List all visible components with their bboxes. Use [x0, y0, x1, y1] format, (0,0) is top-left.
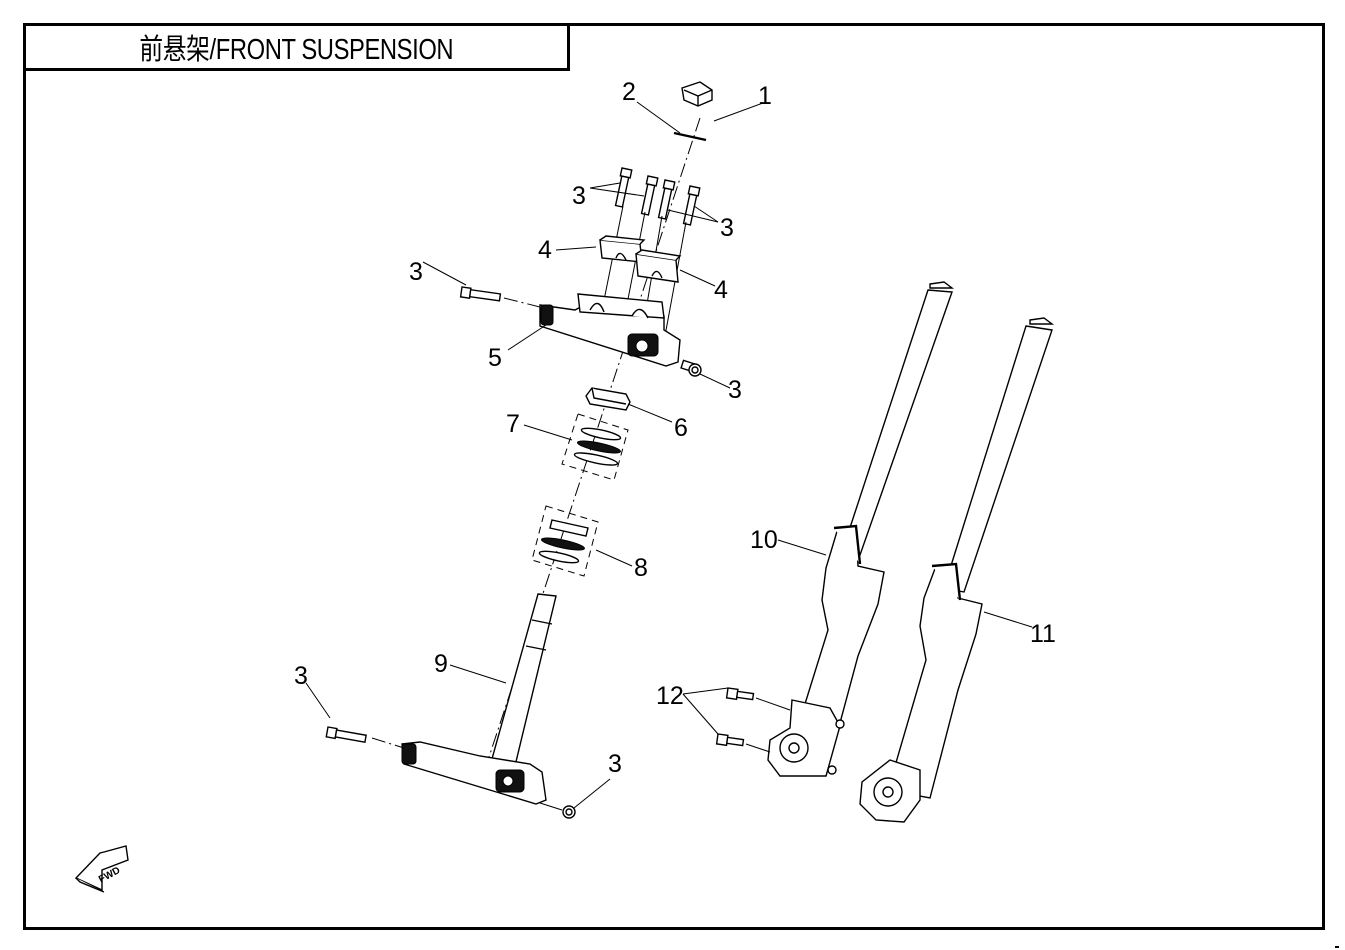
callout-11[interactable]: 11	[1030, 620, 1056, 648]
part-2-washer[interactable]	[673, 131, 707, 142]
part-6-adjusting-nut[interactable]	[585, 387, 631, 411]
callout-12[interactable]: 12	[656, 682, 684, 710]
part-3-bolt-upper-clamp-right[interactable]	[680, 359, 702, 377]
part-3-bolts-top[interactable]	[614, 167, 701, 226]
leader-lines	[305, 101, 1033, 809]
callout-3[interactable]: 3	[572, 182, 586, 210]
forward-arrow-icon: FWD	[74, 845, 129, 893]
callout-2[interactable]: 2	[622, 78, 636, 106]
callout-3[interactable]: 3	[728, 376, 742, 404]
part-10-left-fork[interactable]	[767, 281, 955, 777]
callout-9[interactable]: 9	[434, 650, 448, 678]
callout-10[interactable]: 10	[750, 526, 778, 554]
callout-3[interactable]: 3	[409, 258, 423, 286]
part-4-clamp-left[interactable]	[599, 235, 646, 263]
callout-4[interactable]: 4	[714, 276, 728, 304]
title-box: 前悬架/FRONT SUSPENSION	[23, 23, 570, 71]
callout-3[interactable]: 3	[608, 750, 622, 778]
part-3-bolt-lower-side[interactable]	[325, 726, 367, 744]
callout-8[interactable]: 8	[634, 554, 648, 582]
drawing-frame	[23, 23, 1325, 930]
part-12-caliper-bolts[interactable]	[715, 687, 755, 748]
callout-3[interactable]: 3	[294, 662, 308, 690]
part-4-clamp-right[interactable]	[635, 249, 682, 283]
callout-7[interactable]: 7	[506, 410, 520, 438]
part-3-bolt-lower-right[interactable]	[562, 805, 576, 819]
callout-3[interactable]: 3	[720, 214, 734, 242]
part-7-upper-bearing-set[interactable]	[561, 413, 629, 481]
part-1-nut[interactable]	[681, 81, 713, 107]
callout-1[interactable]: 1	[758, 82, 772, 110]
part-5-upper-triple-clamp[interactable]	[539, 293, 681, 367]
corner-mark	[1335, 946, 1339, 948]
page-title: 前悬架/FRONT SUSPENSION	[139, 34, 454, 66]
part-3-bolt-upper-side[interactable]	[459, 286, 502, 302]
callout-6[interactable]: 6	[674, 414, 688, 442]
part-8-lower-bearing-set[interactable]	[531, 505, 599, 577]
part-9-steering-stem[interactable]	[401, 593, 557, 805]
callout-4[interactable]: 4	[538, 236, 552, 264]
callout-5[interactable]: 5	[488, 344, 502, 372]
part-11-right-fork[interactable]	[859, 317, 1055, 823]
